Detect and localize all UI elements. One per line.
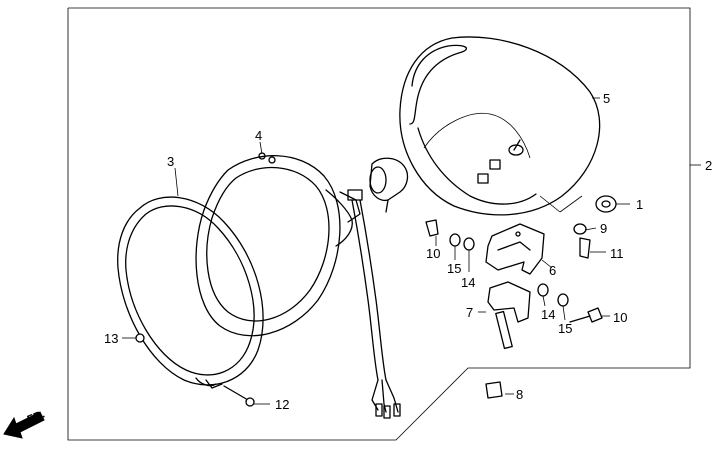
- wiring-harness: [351, 199, 401, 419]
- hardware: [135, 195, 617, 407]
- callout-10-lower: 10: [613, 310, 627, 325]
- callout-12: 12: [275, 397, 289, 412]
- nut-8: [485, 381, 503, 399]
- grommet-part-1: [595, 195, 617, 213]
- bolt-10a: [425, 219, 439, 237]
- assembly-frame: [67, 7, 701, 441]
- front-direction-arrow-icon: [3, 411, 45, 439]
- front-direction-label: FR.: [26, 408, 47, 426]
- callout-5: 5: [603, 91, 610, 106]
- callout-1: 1: [636, 197, 643, 212]
- callout-3: 3: [167, 154, 174, 169]
- bolt-11: [579, 237, 591, 259]
- washer-15b: [557, 293, 569, 307]
- callout-labels: 1 2 3 4 5 6 7 8 9 10 10 11 12 13 14 14 1…: [26, 91, 713, 426]
- screw-12: [223, 385, 249, 401]
- washer-9: [573, 223, 587, 235]
- headlight-rim: [117, 196, 264, 389]
- nut-13: [135, 333, 145, 343]
- callout-4: 4: [255, 128, 262, 143]
- callout-11: 11: [610, 246, 624, 261]
- callout-2: 2: [705, 158, 712, 173]
- callout-10-upper: 10: [426, 246, 440, 261]
- callout-9: 9: [600, 221, 607, 236]
- callout-15-upper: 15: [447, 261, 461, 276]
- callout-13: 13: [104, 331, 118, 346]
- callout-14-upper: 14: [461, 275, 475, 290]
- mounting-bracket: [487, 281, 531, 350]
- callout-8: 8: [516, 387, 523, 402]
- case-bracket: [485, 223, 545, 275]
- leader-lines: [122, 97, 630, 405]
- callout-6: 6: [549, 263, 556, 278]
- socket-boot: [369, 157, 409, 213]
- callout-15-lower: 15: [558, 321, 572, 336]
- washer-15a: [449, 233, 461, 247]
- headlight-case: [399, 36, 601, 216]
- callout-14-lower: 14: [541, 307, 555, 322]
- washer-14b: [537, 283, 549, 297]
- callout-7: 7: [466, 305, 473, 320]
- headlight-unit: [195, 152, 363, 337]
- washer-14a: [463, 237, 475, 251]
- bolt-10b: [587, 307, 603, 323]
